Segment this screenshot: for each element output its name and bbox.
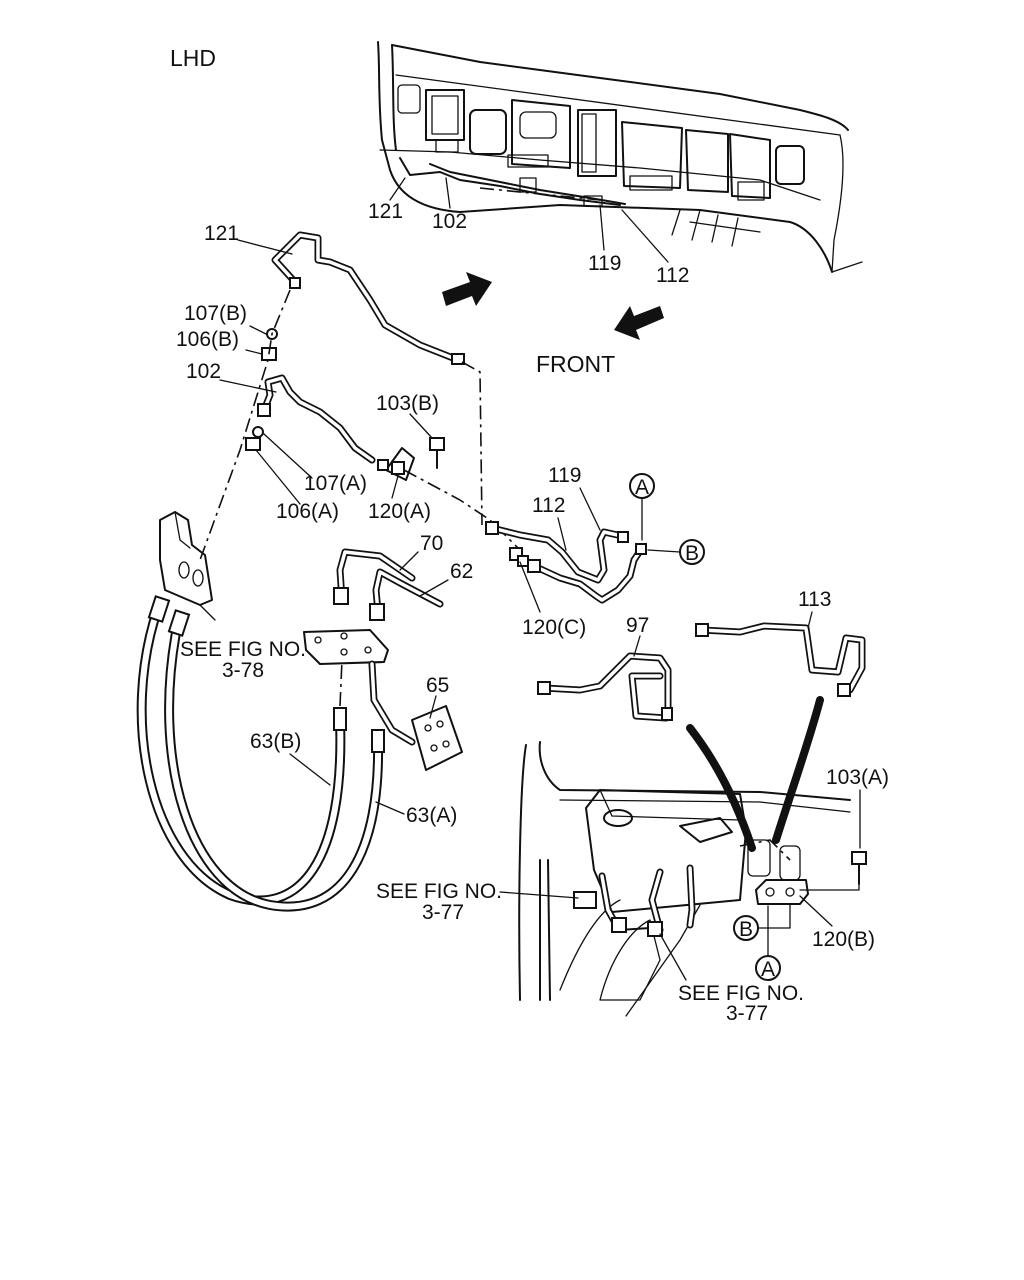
leader-119 bbox=[579, 487, 601, 531]
label-119: 119 bbox=[548, 464, 581, 487]
firewall-panel-illustration bbox=[377, 41, 863, 273]
joint-120c bbox=[509, 547, 529, 567]
see-fig-377a-line1: SEE FIG NO. bbox=[376, 880, 502, 903]
leader-121 bbox=[237, 239, 293, 255]
label-121-top: 121 bbox=[368, 200, 403, 223]
callout-a-lower: A bbox=[755, 905, 781, 981]
label-63b: 63(B) bbox=[250, 730, 301, 753]
leaders-top bbox=[389, 177, 669, 263]
label-106a: 106(A) bbox=[276, 500, 339, 523]
junction-plate bbox=[303, 629, 389, 665]
hose-fittings bbox=[147, 595, 385, 753]
leader-see-fig-377a bbox=[499, 891, 579, 899]
leader-113 bbox=[807, 611, 813, 629]
see-fig-377b-line2: 3-77 bbox=[726, 1002, 768, 1025]
callout-b-lower: B bbox=[733, 903, 791, 941]
lower-chassis-illustration bbox=[518, 741, 851, 1017]
leader-63a bbox=[375, 801, 405, 815]
label-119-top: 119 bbox=[588, 252, 621, 275]
brake-line-62 bbox=[369, 568, 444, 621]
leader-102 bbox=[219, 379, 277, 393]
label-102-top: 102 bbox=[432, 210, 467, 233]
svg-text:B: B bbox=[739, 918, 753, 941]
label-70: 70 bbox=[420, 532, 443, 555]
bracket-120b bbox=[755, 879, 809, 905]
label-113: 113 bbox=[798, 588, 831, 611]
bracket-65 bbox=[368, 660, 463, 771]
see-fig-377a-line2: 3-77 bbox=[422, 901, 464, 924]
leader-see-fig-377b bbox=[659, 933, 687, 981]
front-label: FRONT bbox=[536, 351, 615, 377]
label-103b: 103(B) bbox=[376, 392, 439, 415]
label-107a: 107(A) bbox=[304, 472, 367, 495]
dashed-link-107b bbox=[199, 289, 291, 561]
joint-120a bbox=[377, 447, 415, 481]
dashed-link-121 bbox=[461, 361, 483, 526]
bolt-103a bbox=[799, 851, 867, 891]
label-120a: 120(A) bbox=[368, 500, 431, 523]
leader-106b bbox=[245, 349, 263, 355]
diagram-title: LHD bbox=[170, 45, 216, 71]
arrow-down-left-icon bbox=[614, 306, 664, 340]
brake-line-97 bbox=[537, 652, 673, 722]
brake-line-119 bbox=[485, 521, 629, 584]
label-112-top: 112 bbox=[656, 264, 689, 287]
brake-line-102 bbox=[257, 374, 376, 464]
hose-63a bbox=[164, 617, 384, 912]
label-120c: 120(C) bbox=[522, 616, 586, 639]
label-112: 112 bbox=[532, 494, 565, 517]
dashed-link-63b bbox=[339, 659, 343, 707]
leader-120c bbox=[519, 561, 541, 613]
label-106b: 106(B) bbox=[176, 328, 239, 351]
label-97: 97 bbox=[626, 614, 649, 637]
see-fig-378-line1: SEE FIG NO. bbox=[180, 638, 306, 661]
leader-63b bbox=[289, 753, 331, 786]
leader-103b bbox=[409, 413, 433, 439]
leader-107a bbox=[263, 433, 313, 479]
pointer-stroke-left bbox=[686, 724, 756, 852]
label-103a: 103(A) bbox=[826, 766, 889, 789]
label-120b: 120(B) bbox=[812, 928, 875, 951]
see-fig-377b-line1: SEE FIG NO. bbox=[678, 982, 804, 1005]
mounting-bracket-left bbox=[159, 511, 216, 621]
leader-65 bbox=[429, 695, 437, 719]
hose-63b bbox=[136, 603, 346, 906]
brake-line-112 bbox=[527, 543, 647, 604]
label-121: 121 bbox=[204, 222, 239, 245]
callout-a-upper: A bbox=[629, 473, 655, 541]
bolt-103b bbox=[429, 437, 445, 469]
brake-line-70 bbox=[333, 548, 416, 605]
pointer-stroke-right bbox=[772, 696, 824, 844]
direction-arrows bbox=[442, 272, 664, 340]
svg-text:A: A bbox=[761, 958, 775, 981]
label-102: 102 bbox=[186, 360, 221, 383]
fitting-107a-106a bbox=[245, 426, 264, 451]
label-65: 65 bbox=[426, 674, 449, 697]
callout-b-upper: B bbox=[647, 539, 705, 565]
leader-70 bbox=[399, 551, 419, 571]
leader-62 bbox=[419, 579, 449, 597]
leader-97 bbox=[633, 635, 641, 657]
svg-text:A: A bbox=[635, 476, 649, 499]
brake-line-121 bbox=[271, 231, 465, 365]
leader-107b bbox=[249, 325, 267, 335]
brake-line-113 bbox=[695, 622, 866, 697]
label-62: 62 bbox=[450, 560, 473, 583]
arrow-up-right-icon bbox=[442, 272, 492, 306]
leader-106a bbox=[255, 449, 301, 505]
leader-112 bbox=[557, 517, 567, 551]
leader-120b bbox=[799, 895, 833, 927]
svg-text:B: B bbox=[685, 542, 699, 565]
dashed-link-120a bbox=[403, 469, 521, 551]
see-fig-378-line2: 3-78 bbox=[222, 659, 264, 682]
label-107b: 107(B) bbox=[184, 302, 247, 325]
label-63a: 63(A) bbox=[406, 804, 457, 827]
leader-120a bbox=[391, 475, 399, 499]
